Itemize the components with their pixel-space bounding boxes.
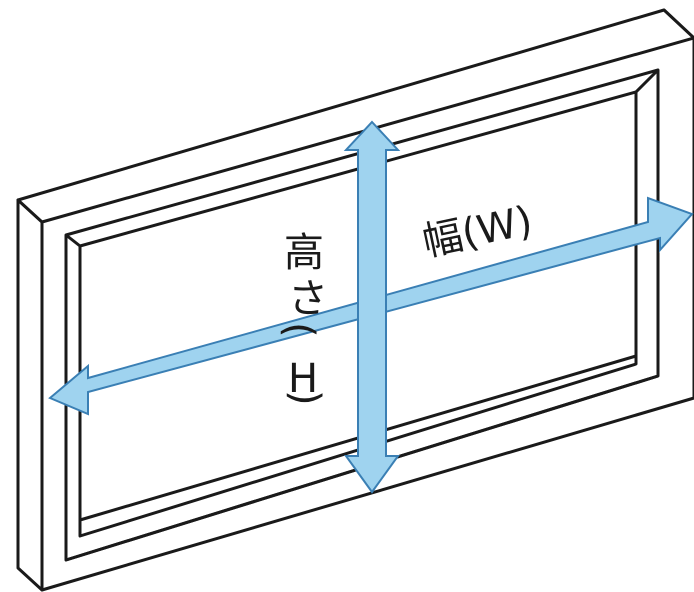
frame-side-face bbox=[16, 198, 44, 592]
frame-top-face bbox=[16, 8, 694, 224]
frame-left-inner-edge bbox=[65, 233, 81, 248]
height-label-char: さ bbox=[288, 276, 328, 322]
height-arrow bbox=[343, 120, 401, 494]
height-label-char: H bbox=[288, 356, 318, 402]
window-frame bbox=[16, 8, 694, 592]
height-label-char: 高 bbox=[284, 230, 324, 276]
height-label-char: ( bbox=[276, 322, 322, 338]
frame-right-inner-edge bbox=[634, 68, 660, 94]
height-label-char: ) bbox=[282, 390, 328, 406]
